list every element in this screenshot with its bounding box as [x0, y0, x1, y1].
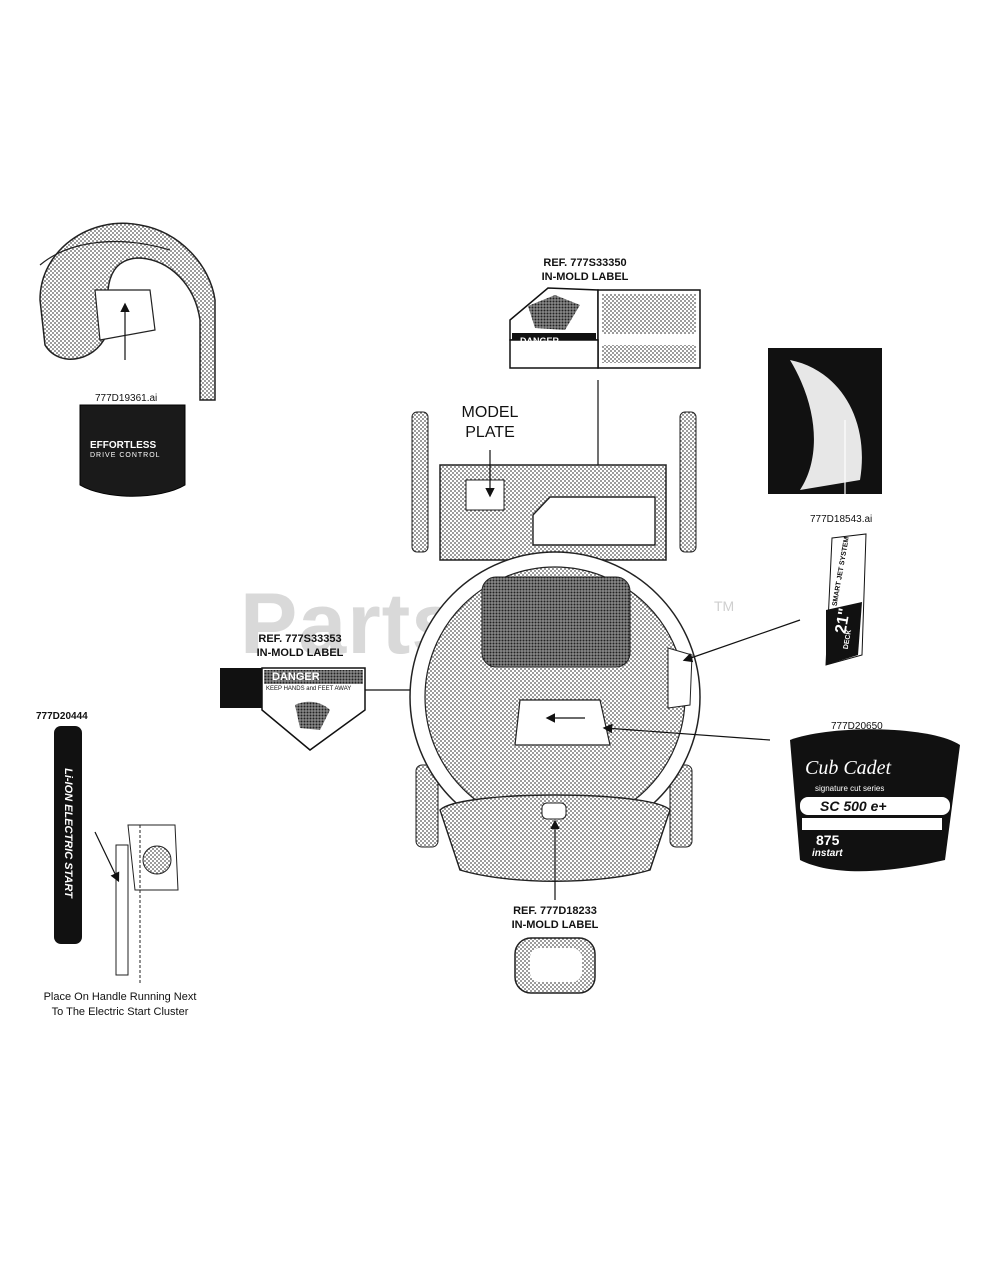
deck-decal: [825, 533, 867, 666]
torque-text: 875: [816, 832, 840, 848]
danger-label-left: [220, 667, 366, 751]
cub-cadet-badge: [790, 729, 960, 872]
handle-note-line2: To The Electric Start Cluster: [51, 1006, 189, 1018]
model-plate-line1: MODEL: [461, 404, 519, 421]
watermark-tm: TM: [714, 598, 735, 614]
danger-label-top: [509, 287, 701, 523]
danger-subtext-left: KEEP HANDS and FEET AWAY: [266, 686, 352, 692]
danger-text-left: DANGER: [272, 671, 320, 683]
li-ion-text: Li-ION ELECTRIC START: [62, 768, 74, 898]
mower-body: [340, 411, 801, 900]
ref-label-bottom: REF. 777D18233: [513, 905, 597, 917]
inmold-label-left: IN-MOLD LABEL: [256, 647, 344, 659]
effortless-decal: [79, 404, 186, 497]
inmold-label-top: IN-MOLD LABEL: [541, 271, 629, 283]
ref-label-top: REF. 777S33350: [543, 257, 627, 269]
ref-label-left: REF. 777S33353: [258, 633, 342, 645]
inmold-label-bottom: [514, 937, 596, 994]
part-number-19361: 777D19361.ai: [95, 393, 158, 404]
inmold-label-bottom: IN-MOLD LABEL: [511, 919, 599, 931]
model-plate-line2: PLATE: [465, 424, 515, 441]
handle-detail: [94, 824, 179, 985]
brand-text: Cub Cadet: [805, 757, 892, 779]
deck-photo-panel: [768, 348, 882, 505]
part-number-18543: 777D18543.ai: [810, 514, 873, 525]
li-ion-decal: [54, 726, 82, 944]
model-text: SC 500 e+: [820, 798, 887, 814]
danger-text-top: DANGER: [520, 336, 560, 346]
drive-control-console: [39, 222, 216, 401]
part-number-20444: 777D20444: [36, 711, 88, 722]
effortless-text: EFFORTLESS: [90, 440, 157, 451]
handle-note-line1: Place On Handle Running Next: [43, 991, 197, 1003]
instart-text: instart: [812, 848, 843, 859]
drive-control-text: DRIVE CONTROL: [90, 452, 161, 459]
series-text: signature cut series: [815, 784, 885, 793]
part-number-20650: 777D20650: [831, 721, 883, 732]
